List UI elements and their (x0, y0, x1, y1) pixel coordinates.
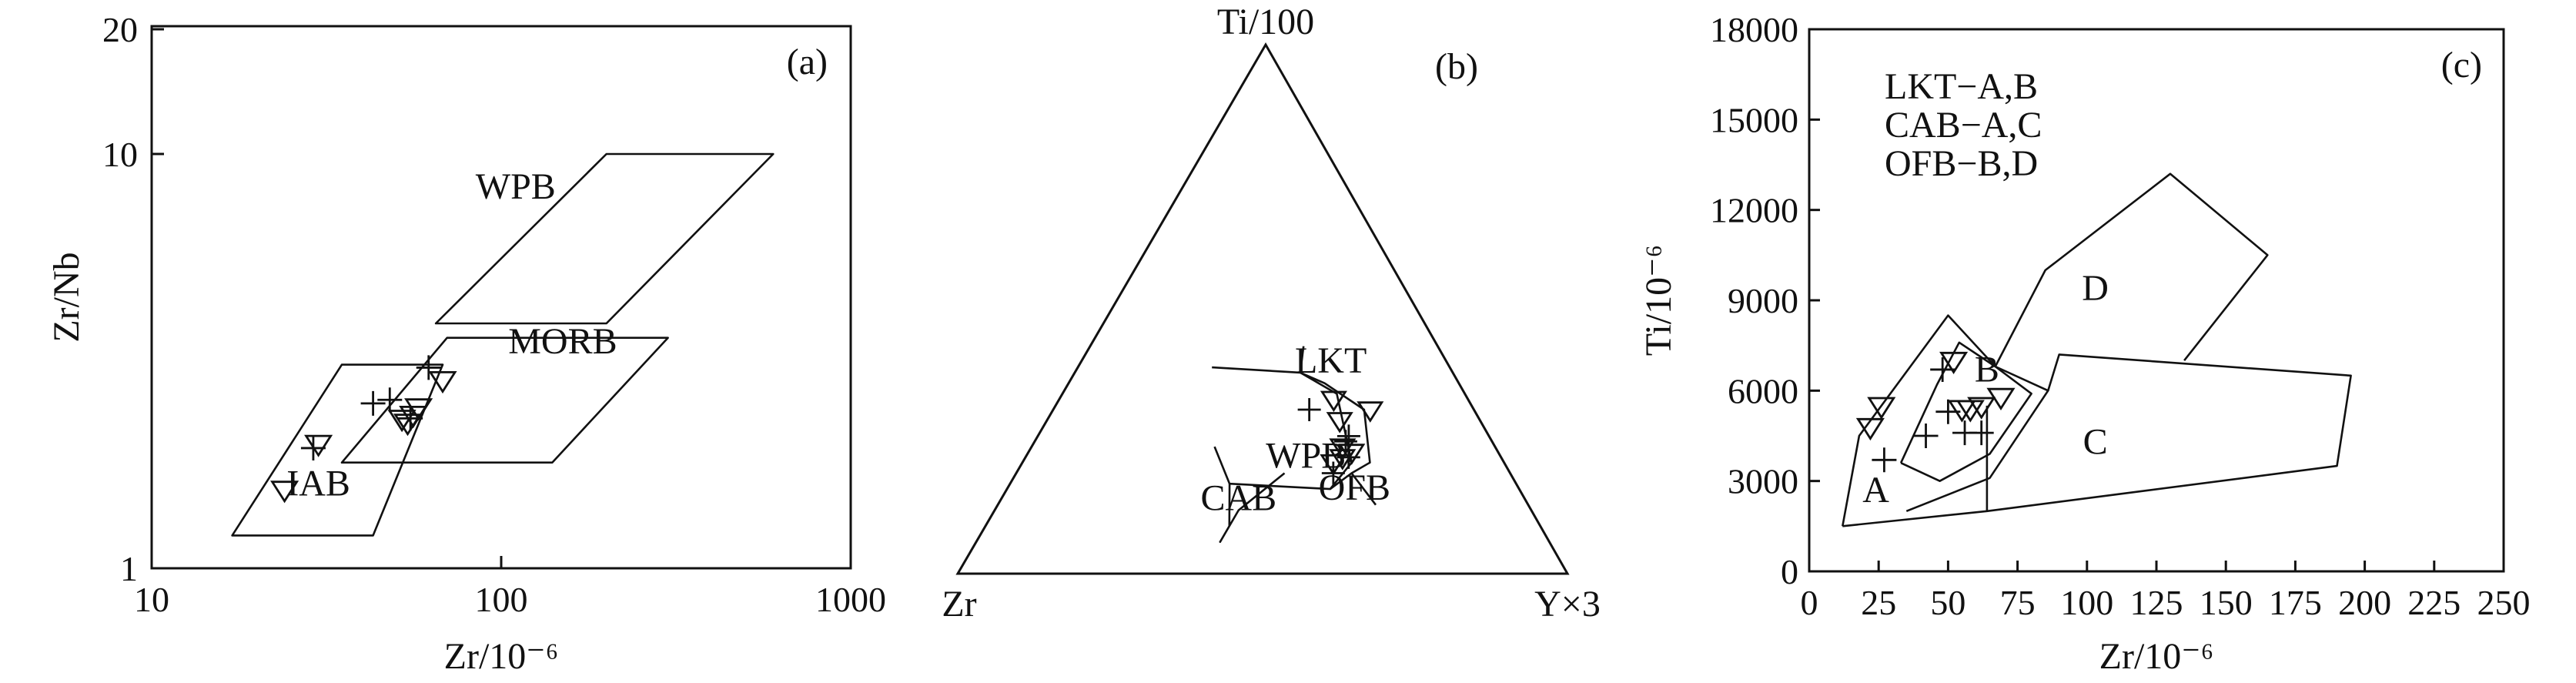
triangle-marker (1939, 351, 1969, 375)
x-tick-label: 175 (2269, 583, 2322, 622)
x-tick-label: 150 (2200, 583, 2253, 622)
x-tick-label: 100 (2060, 583, 2113, 622)
plus-marker (1913, 424, 1939, 448)
field-boundary (340, 336, 669, 464)
y-tick-label: 12000 (1710, 191, 1798, 230)
triangle-marker (387, 410, 417, 433)
field-label: CAB (1200, 478, 1276, 519)
plus-marker (1337, 445, 1360, 469)
x-tick-label: 225 (2407, 583, 2461, 622)
y-tick-label: 3000 (1728, 462, 1798, 501)
field-label: WPB (476, 166, 556, 207)
y-tick-label: 0 (1781, 552, 1798, 591)
ternary-triangle (955, 42, 1570, 575)
panel-label: (b) (1435, 46, 1478, 87)
x-tick-label: 125 (2130, 583, 2183, 622)
field-boundary (231, 363, 444, 537)
x-axis-label: Zr/10⁻⁶ (2099, 636, 2214, 677)
y-axis-label: Zr/Nb (46, 252, 87, 342)
x-tick-label: 200 (2338, 583, 2391, 622)
triangle-marker (1867, 397, 1896, 420)
y-tick-label: 15000 (1710, 100, 1798, 139)
legend-text-line: LKT−A,B (1885, 66, 2038, 107)
x-tick-label: 1000 (815, 580, 886, 619)
plus-marker (377, 387, 403, 413)
field-boundary (434, 152, 774, 325)
y-tick-label: 20 (102, 10, 138, 49)
chart-panel-c: 0 25 50 75 100 125 150 175 200 225 250 0 3000 6000 900… (1638, 10, 2531, 677)
panel-label: (c) (2441, 45, 2482, 85)
x-tick-label: 50 (1930, 583, 1965, 622)
y-tick-label: 10 (102, 135, 138, 174)
triangle-marker (1357, 401, 1384, 423)
triangle-marker (1855, 417, 1885, 441)
plus-marker (1321, 461, 1345, 485)
y-axis-label: Ti/10⁻⁶ (1638, 245, 1679, 356)
field-label: LKT (1295, 340, 1367, 381)
plus-marker (416, 355, 441, 380)
x-tick-label: 0 (1801, 583, 1818, 622)
legend-text-line: OFB−B,D (1885, 143, 2038, 184)
y-tick-label: 9000 (1728, 281, 1798, 320)
x-tick-label: 25 (1861, 583, 1896, 622)
field-label: C (2083, 421, 2108, 462)
legend-text-line: CAB−A,C (1885, 105, 2042, 146)
plus-marker (1872, 447, 1897, 473)
field-label: MORB (508, 321, 617, 362)
field-boundary (1842, 353, 2352, 527)
triangle-marker (404, 398, 433, 421)
field-boundary (1350, 472, 1377, 506)
y-tick-label: 6000 (1728, 371, 1798, 410)
panel-label: (a) (787, 42, 828, 82)
triangle-marker (428, 370, 457, 394)
plus-marker (1969, 420, 1994, 446)
plus-marker (360, 390, 386, 416)
x-tick-label: 100 (475, 580, 528, 619)
y-tick-label: 18000 (1710, 10, 1798, 49)
x-tick-label: 75 (2000, 583, 2036, 622)
y-tick-label: 1 (120, 549, 138, 588)
plus-marker (1930, 357, 1955, 382)
field-boundary (1994, 172, 2269, 367)
field-boundary (1300, 371, 1371, 490)
x-axis-label: Zr/10⁻⁶ (444, 636, 559, 677)
plus-marker (1333, 430, 1357, 454)
field-boundary (1899, 341, 2032, 483)
field-boundary (1299, 346, 1305, 373)
plus-marker (1337, 424, 1360, 448)
triangle-marker (1320, 390, 1347, 413)
field-label: B (1975, 350, 1999, 390)
field-label: D (2082, 268, 2109, 309)
triangle-marker (1986, 387, 2016, 411)
triangle-marker (1967, 397, 1996, 420)
plus-marker (1297, 398, 1321, 422)
ternary-vertex-top: Ti/100 (1217, 2, 1314, 42)
ternary-vertex-right: Y×3 (1534, 584, 1601, 624)
plus-marker (300, 435, 326, 460)
field-label: A (1862, 470, 1889, 511)
triangle-marker (1338, 444, 1366, 465)
x-tick-label: 10 (134, 580, 169, 619)
triangle-marker (1320, 454, 1347, 476)
plus-marker (398, 406, 423, 431)
ternary-vertex-left: Zr (942, 584, 976, 624)
field-label: IAB (286, 463, 350, 504)
triangle-marker (1326, 412, 1353, 434)
x-tick-label: 250 (2477, 583, 2531, 622)
triangle-marker (270, 480, 299, 504)
field-boundary (1219, 472, 1286, 544)
plus-marker (1935, 399, 1961, 424)
